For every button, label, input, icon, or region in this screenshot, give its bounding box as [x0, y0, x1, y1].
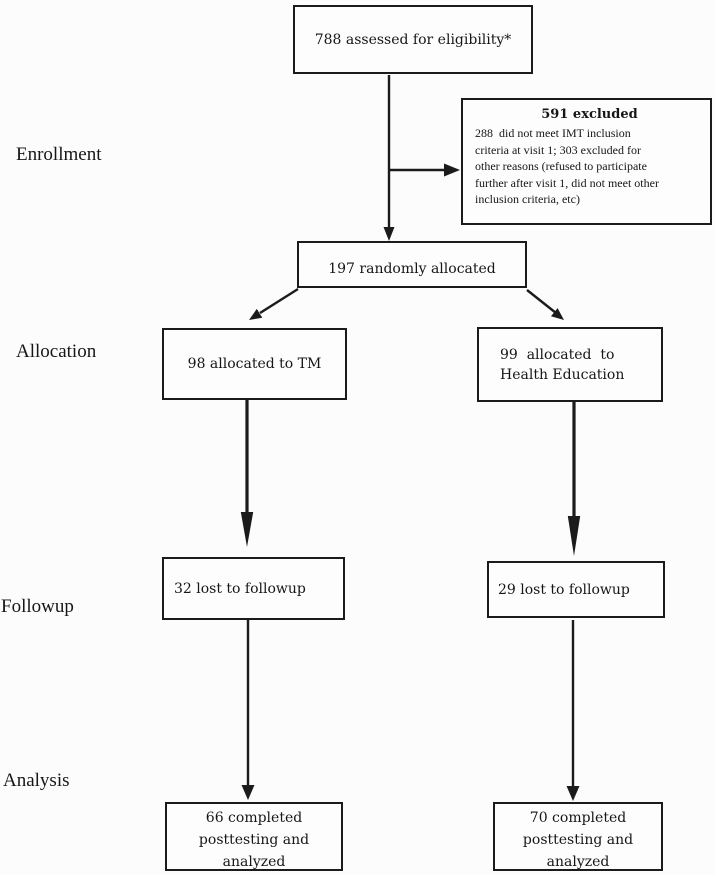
lost-to-followup-tm-text: 32 lost to followup: [174, 580, 306, 597]
randomly-allocated-text: 197 randomly allocated: [328, 261, 496, 277]
allocated-health-education-text: 99 allocated to Health Education: [500, 346, 625, 383]
stage-label-allocation: Allocation: [16, 341, 97, 362]
excluded-box: 591 excluded 288 did not meet IMT inclus…: [461, 98, 712, 225]
analyzed-tm-box: 66 completed posttesting and analyzed: [165, 802, 343, 871]
analyzed-he-text: 70 completed posttesting and analyzed: [522, 810, 634, 870]
arrow-randomized-to-he-line: [526, 289, 557, 314]
arrow-tm-to-analysis-head: [241, 785, 255, 800]
arrow-to-excluded-head: [444, 163, 460, 177]
assessed-for-eligibility-box: 788 assessed for eligibility*: [293, 5, 533, 74]
stage-label-enrollment: Enrollment: [16, 144, 102, 165]
arrow-randomized-to-he-head: [551, 308, 564, 320]
arrow-tm-to-followup-head: [240, 512, 254, 547]
analyzed-tm-text: 66 completed posttesting and analyzed: [198, 810, 310, 870]
allocated-tm-box: 98 allocated to TM: [162, 328, 347, 400]
arrow-he-to-followup-head: [567, 516, 581, 556]
arrow-assessed-to-randomized-head: [383, 227, 395, 241]
excluded-title: 591 excluded: [541, 107, 638, 122]
assessed-for-eligibility-text: 788 assessed for eligibility*: [314, 31, 512, 48]
excluded-detail-text: 288 did not meet IMT inclusion criteria …: [475, 126, 659, 206]
lost-to-followup-he-text: 29 lost to followup: [498, 581, 630, 598]
arrow-he-to-analysis-head: [566, 786, 580, 801]
allocated-tm-text: 98 allocated to TM: [187, 356, 322, 372]
stage-label-analysis: Analysis: [3, 770, 70, 791]
lost-to-followup-he-box: 29 lost to followup: [487, 561, 665, 618]
arrow-randomized-to-tm-head: [249, 308, 263, 320]
analyzed-he-box: 70 completed posttesting and analyzed: [493, 802, 663, 871]
lost-to-followup-tm-box: 32 lost to followup: [162, 557, 345, 620]
stage-label-followup: Followup: [1, 596, 74, 617]
allocated-health-education-box: 99 allocated to Health Education: [477, 327, 663, 402]
randomly-allocated-box: 197 randomly allocated: [297, 241, 527, 288]
arrow-randomized-to-tm-line: [259, 287, 299, 315]
